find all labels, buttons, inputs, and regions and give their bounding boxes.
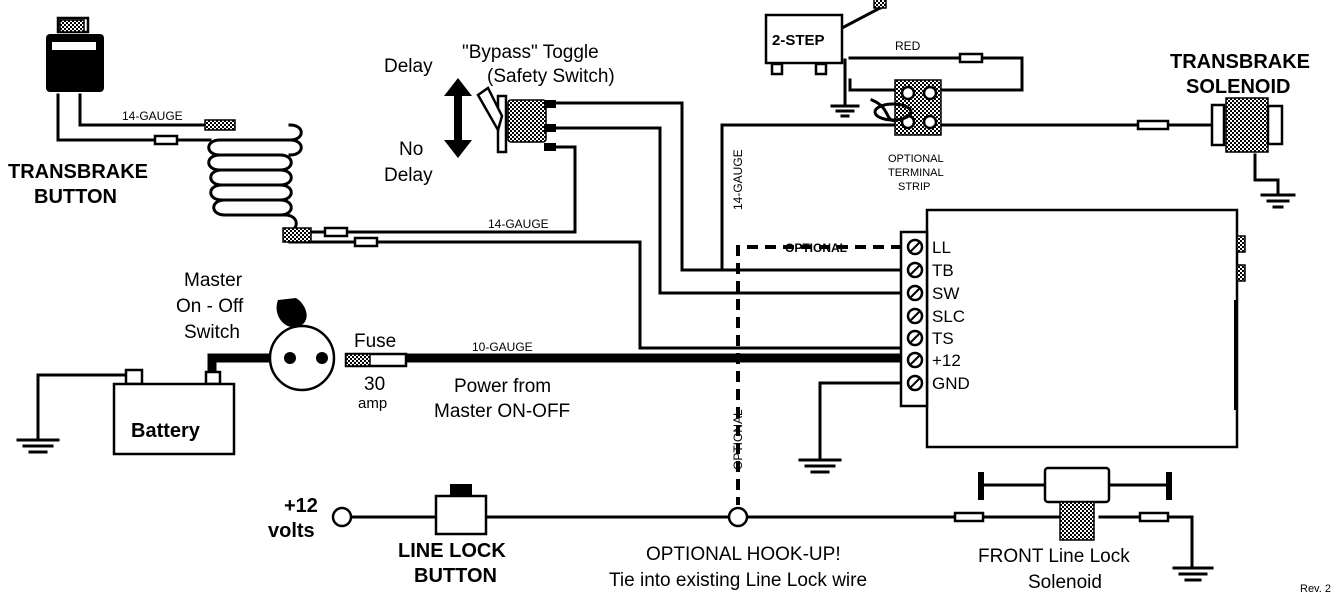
transbrake-solenoid-label: TRANSBRAKE [1170,51,1310,73]
transbrake-solenoid-icon [1210,97,1284,153]
fuse-rating: 30 [364,374,385,395]
plus12-volts-label: volts [268,520,315,542]
line-lock-button-icon [434,484,488,536]
line-lock-button-label: LINE LOCK [398,540,506,562]
line-lock-button-label: BUTTON [414,565,497,587]
optional-vertical-label: OPTIONAL [731,409,745,470]
terminal-icon [331,506,353,528]
ground-icon [830,96,860,118]
wires [36,5,1280,570]
connector-icon [153,134,179,146]
front-line-lock-label: Solenoid [1028,572,1102,593]
front-line-lock-solenoid-icon [978,466,1172,541]
red-wire-label: RED [895,39,921,53]
two-step-module-icon [764,0,887,76]
connector-icon [353,236,379,248]
battery-icon [112,368,236,456]
gauge-label: 14-GAUGE [122,109,183,123]
terminal-strip-label: TERMINAL [888,167,944,179]
ground-icon [1172,566,1214,582]
bypass-toggle-label: (Safety Switch) [487,66,615,87]
master-switch-label: Master [184,270,243,291]
connector-icon [323,226,349,238]
no-delay-label: Delay [384,165,433,186]
fuse-label: Fuse [354,331,396,352]
terminal-strip-label: STRIP [898,181,930,193]
optional-label: OPTIONAL [785,241,847,255]
terminal-strip-icon [873,79,942,136]
terminal-sw: SW [932,284,959,303]
transbrake-button-label: BUTTON [34,186,117,208]
toggle-switch-icon [476,86,556,154]
delay-label: Delay [384,56,433,77]
terminal-plus12: +12 [932,351,961,370]
master-switch-label: Switch [184,322,240,343]
fuse-icon [344,352,408,368]
terminal-slc: SLC [932,307,965,326]
transbrake-button-label: TRANSBRAKE [8,161,148,183]
master-switch-label: On - Off [176,296,244,317]
ground-icon [798,458,842,474]
gauge-vertical-label: 14-GAUGE [731,149,745,210]
gauge-10-label: 10-GAUGE [472,340,533,354]
terminal-screws [906,238,924,392]
front-line-lock-label: FRONT Line Lock [978,546,1130,567]
ground-icon [1260,193,1296,209]
optional-hookup-label: OPTIONAL HOOK-UP! [646,544,841,565]
coiled-cord-icon [204,119,312,243]
terminal-gnd: GND [932,374,970,393]
double-arrow-icon [444,78,472,158]
battery-label: Battery [131,420,201,442]
connector-icon [1138,511,1170,523]
power-from-label: Power from [454,376,551,397]
no-delay-label: No [399,139,423,160]
optional-hookup-terminal-icon [727,506,749,528]
master-switch-icon [268,298,336,392]
transbrake-button-icon [46,16,104,92]
transbrake-solenoid-label: SOLENOID [1186,76,1290,98]
terminal-ts: TS [932,329,954,348]
two-step-label: 2-STEP [772,32,825,49]
ground-icon [16,438,60,454]
plus12-volts-label: +12 [284,495,318,517]
terminal-ll: LL [932,238,951,257]
connector-icon [958,52,984,64]
connector-icon [953,511,985,523]
control-box [899,208,1246,449]
optional-hookup-label: Tie into existing Line Lock wire [609,570,867,591]
terminal-strip-label: OPTIONAL [888,153,944,165]
power-from-label: Master ON-OFF [434,401,570,422]
gauge-label: 14-GAUGE [488,217,549,231]
terminal-tb: TB [932,261,954,280]
connector-icon [1136,119,1170,131]
revision-label: Rev. 2 [1300,583,1331,593]
fuse-rating: amp [358,395,387,412]
bypass-toggle-label: "Bypass" Toggle [462,42,599,63]
